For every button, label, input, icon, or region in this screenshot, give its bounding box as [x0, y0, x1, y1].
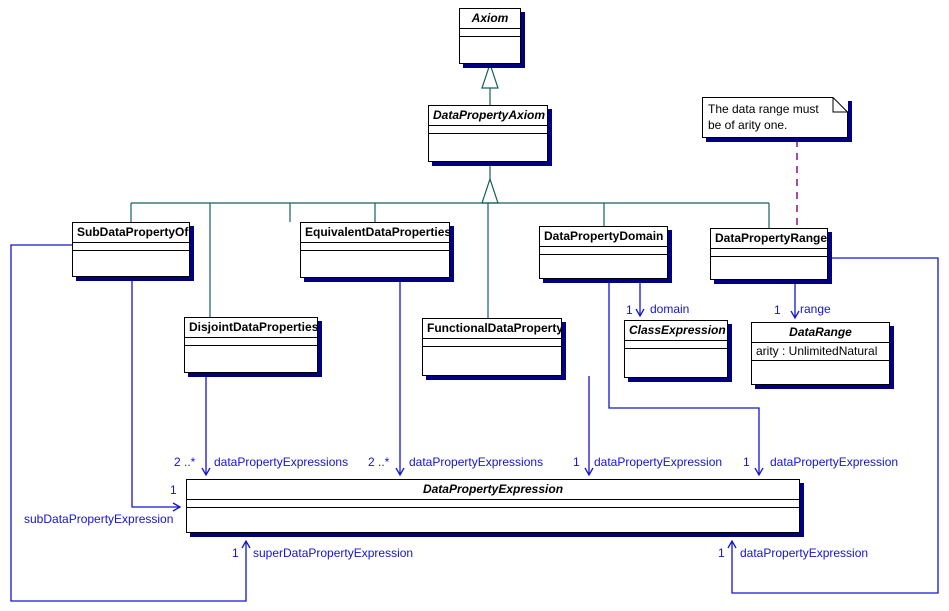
class-attrs-disjointdataproperties	[185, 338, 317, 346]
class-name-datapropertyrange: DataPropertyRange	[711, 229, 827, 249]
edge-label-rangeprop-role: dataPropertyExpression	[740, 546, 869, 560]
class-attrs-datapropertydomain	[540, 247, 667, 255]
edge-label-sub-role: subDataPropertyExpression	[24, 512, 174, 526]
class-name-axiom: Axiom	[460, 9, 520, 29]
class-box-functionaldataproperty[interactable]: FunctionalDataProperty	[422, 318, 562, 376]
class-attrs-classexpression	[625, 341, 727, 349]
class-ops-subdatapropertyof	[73, 251, 189, 276]
note-shape	[702, 97, 848, 138]
edge-label-sub-mult: 1	[170, 483, 177, 497]
edge-label-equivalent-role: dataPropertyExpressions	[409, 455, 544, 469]
generalization-edges	[130, 62, 770, 318]
class-ops-datapropertyexpression	[187, 508, 799, 532]
note-arity: The data range must be of arity one.	[702, 97, 848, 138]
class-attrs-subdatapropertyof	[73, 243, 189, 251]
edge-label-range-role: range	[800, 302, 831, 316]
class-name-equivalentdataproperties: EquivalentDataProperties	[301, 223, 449, 243]
class-ops-disjointdataproperties	[185, 346, 317, 372]
class-box-datarange[interactable]: DataRange arity : UnlimitedNatural	[751, 322, 890, 385]
class-box-disjointdataproperties[interactable]: DisjointDataProperties	[184, 317, 318, 373]
edge-label-disjoint-role: dataPropertyExpressions	[214, 455, 349, 469]
class-ops-datapropertydomain	[540, 255, 667, 278]
class-ops-axiom	[460, 37, 520, 63]
class-box-datapropertyaxiom[interactable]: DataPropertyAxiom	[428, 105, 548, 162]
class-box-datapropertyrange[interactable]: DataPropertyRange	[710, 228, 828, 280]
class-attrs-datapropertyrange	[711, 249, 827, 257]
class-name-functionaldataproperty: FunctionalDataProperty	[423, 319, 561, 339]
class-attrs-datapropertyexpression	[187, 500, 799, 508]
edge-label-super-mult: 1	[232, 546, 239, 560]
class-box-subdatapropertyof[interactable]: SubDataPropertyOf	[72, 222, 190, 277]
class-attrs-datapropertyaxiom	[429, 126, 547, 134]
class-box-axiom[interactable]: Axiom	[459, 8, 521, 64]
class-attr-arity: arity : UnlimitedNatural	[752, 343, 889, 361]
edge-label-domain-mult: 1	[626, 303, 633, 317]
class-attrs-equivalentdataproperties	[301, 243, 449, 251]
class-name-subdatapropertyof: SubDataPropertyOf	[73, 223, 189, 243]
class-name-datapropertyaxiom: DataPropertyAxiom	[429, 106, 547, 126]
class-box-classexpression[interactable]: ClassExpression	[624, 320, 728, 378]
class-ops-functionaldataproperty	[423, 347, 561, 375]
edge-label-functional-mult: 1	[573, 455, 580, 469]
edge-label-functional-role: dataPropertyExpression	[594, 455, 723, 469]
edge-label-equivalent-mult: 2 ..*	[368, 455, 390, 469]
note-text-line1: The data range must	[708, 102, 819, 116]
class-ops-equivalentdataproperties	[301, 251, 449, 277]
edge-label-domain-role: domain	[650, 302, 690, 316]
class-attrs-functionaldataproperty	[423, 339, 561, 347]
class-name-datapropertydomain: DataPropertyDomain	[540, 227, 667, 247]
note-text: The data range must be of arity one.	[708, 101, 840, 133]
class-name-datarange: DataRange	[752, 323, 889, 343]
edge-label-disjoint-mult: 2 ..*	[174, 455, 196, 469]
class-box-datapropertyexpression[interactable]: DataPropertyExpression	[186, 479, 800, 533]
edge-label-super-role: superDataPropertyExpression	[253, 546, 414, 560]
class-ops-datarange	[752, 361, 889, 384]
class-ops-datapropertyaxiom	[429, 134, 547, 161]
class-ops-classexpression	[625, 349, 727, 377]
note-text-line2: be of arity one.	[708, 118, 788, 132]
class-name-classexpression: ClassExpression	[625, 321, 727, 341]
class-box-datapropertydomain[interactable]: DataPropertyDomain	[539, 226, 668, 279]
edge-label-domainprop-role: dataPropertyExpression	[770, 455, 899, 469]
class-attrs-axiom	[460, 29, 520, 37]
edge-label-domainprop-mult: 1	[743, 455, 750, 469]
edge-label-range-mult: 1	[774, 303, 781, 317]
class-box-equivalentdataproperties[interactable]: EquivalentDataProperties	[300, 222, 450, 278]
edge-label-rangeprop-mult: 1	[718, 546, 725, 560]
class-ops-datapropertyrange	[711, 257, 827, 279]
class-name-datapropertyexpression: DataPropertyExpression	[187, 480, 799, 500]
class-name-disjointdataproperties: DisjointDataProperties	[185, 318, 317, 338]
